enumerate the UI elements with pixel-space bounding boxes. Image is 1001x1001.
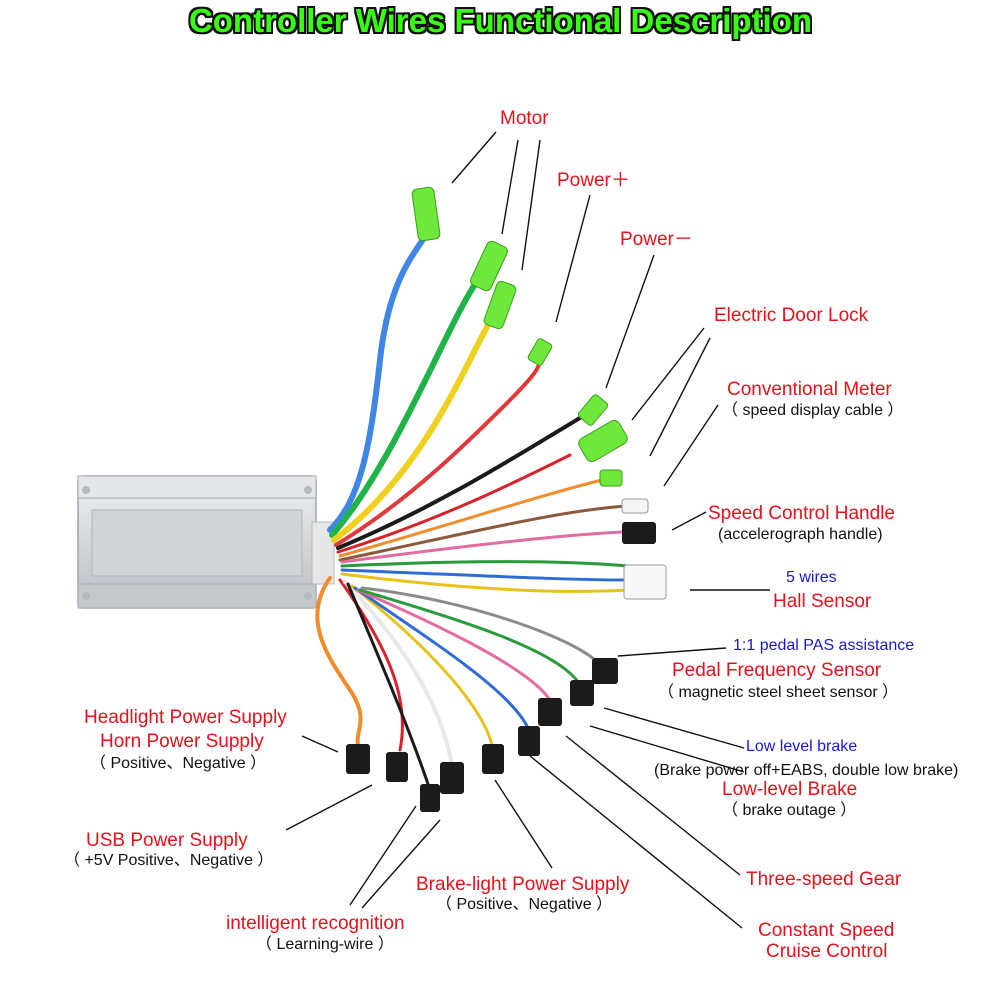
wire-blue-2	[340, 568, 630, 582]
diagram-title: Controller Wires Functional Description	[188, 2, 813, 39]
label-brake-light-power: Brake-light Power Supply	[416, 874, 630, 895]
wire-blue	[327, 227, 431, 533]
label-conventional-meter-sub: （ speed display cable ）	[722, 402, 904, 419]
wire-orange-low	[315, 576, 363, 747]
controller-housing	[77, 475, 335, 609]
label-power-minus: Power－	[620, 229, 693, 250]
wire-green-low	[358, 588, 582, 687]
label-electric-door-lock: Electric Door Lock	[714, 305, 869, 326]
label-headlight-power-sub: （ Positive、Negative ）	[90, 755, 267, 772]
label-headlight-power: Headlight Power Supply	[84, 707, 287, 728]
wire-gray-low	[360, 586, 602, 667]
wire-yellow-low	[350, 584, 494, 747]
label-hall-wires: 5 wires	[786, 569, 837, 586]
wire-red-2	[336, 453, 572, 554]
label-speed-control-handle: Speed Control Handle	[708, 503, 895, 524]
wire-pink	[340, 530, 624, 564]
label-horn-power: Horn Power Supply	[100, 731, 264, 752]
label-pedal-frequency-sensor: Pedal Frequency Sensor	[672, 660, 882, 681]
label-cruise-control-line2: Cruise Control	[766, 941, 888, 962]
wire-white-low	[343, 580, 454, 767]
label-intelligent-recognition-sub: （ Learning-wire ）	[256, 936, 394, 953]
wire-pink-low	[356, 588, 552, 702]
label-pas-assistance: 1:1 pedal PAS assistance	[733, 637, 915, 654]
wire-yellow-2	[340, 572, 630, 593]
label-conventional-meter: Conventional Meter	[727, 379, 892, 400]
label-intelligent-recognition: intelligent recognition	[226, 913, 405, 934]
label-cruise-control-line1: Constant Speed	[758, 920, 895, 941]
label-low-level-brake-sub: (Brake power off+EABS, double low brake)	[654, 762, 959, 779]
label-usb-power-sub: （ +5V Positive、Negative ）	[64, 852, 274, 869]
lower-wires	[315, 576, 602, 792]
lower-connectors	[346, 658, 618, 812]
wire-black-low	[346, 582, 432, 792]
label-low-level-brake: Low level brake	[746, 738, 858, 755]
label-usb-power: USB Power Supply	[86, 830, 248, 851]
label-motor: Motor	[500, 108, 549, 129]
label-pedal-frequency-sensor-sub: （ magnetic steel sheet sensor ）	[658, 684, 899, 701]
label-speed-control-handle-sub: (accelerograph handle)	[718, 526, 883, 543]
label-brake-light-power-sub: （ Positive、Negative ）	[436, 896, 613, 913]
label-three-speed-gear: Three-speed Gear	[746, 869, 902, 890]
label-low-level-brake-2: Low-level Brake	[722, 779, 858, 800]
leader-lines	[285, 131, 770, 929]
label-low-level-brake-2-sub: （ brake outage ）	[722, 802, 857, 819]
label-power-plus: Power＋	[557, 170, 630, 191]
wire-brown	[338, 504, 630, 562]
label-hall-sensor: Hall Sensor	[773, 591, 872, 612]
wire-orange	[338, 476, 612, 558]
wire-blue-low	[353, 586, 530, 730]
upper-connectors	[411, 186, 667, 600]
wire-green-2	[340, 560, 630, 568]
